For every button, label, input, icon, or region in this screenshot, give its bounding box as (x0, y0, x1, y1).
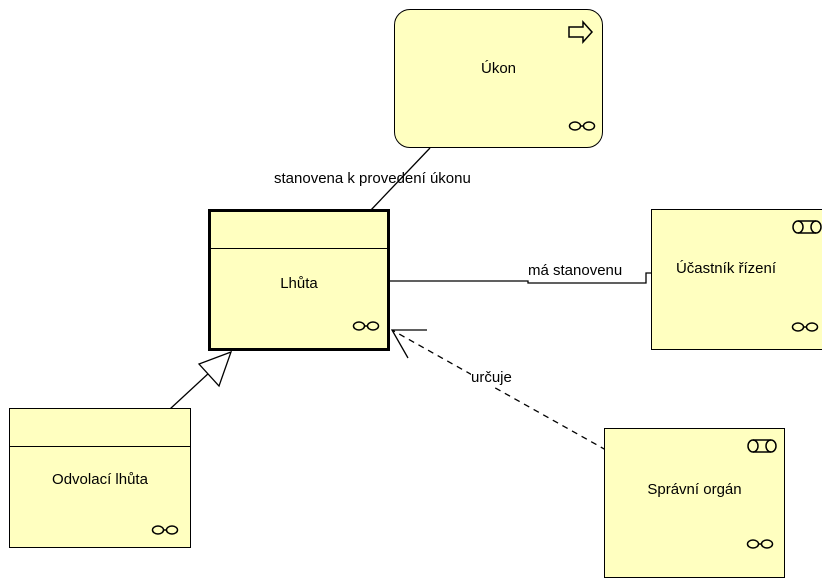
node-lhuta[interactable]: Lhůta (208, 209, 390, 351)
link-icon (352, 321, 380, 331)
urcuje-arrowhead (390, 329, 427, 359)
node-ukon-label: Úkon (480, 60, 517, 77)
diagram-canvas (169, 147, 652, 451)
role-cylinder-icon (792, 220, 822, 234)
node-spravni-label: Správní orgán (647, 481, 742, 498)
node-odvolaci-label: Odvolací lhůta (52, 471, 148, 488)
link-icon (791, 322, 819, 332)
link-icon (568, 121, 596, 131)
edge-ma-stanovenu-label: má stanovenu (528, 262, 623, 279)
node-ucastnik-label: Účastník řízení (675, 260, 777, 277)
role-cylinder-icon (747, 439, 777, 453)
node-spravni-organ[interactable]: Správní orgán (604, 428, 785, 578)
link-icon (746, 539, 774, 549)
node-ucastnik-rizeni[interactable]: Účastník řízení (651, 209, 822, 350)
edge-urcuje[interactable] (391, 329, 607, 451)
arrow-process-icon (568, 20, 594, 44)
edge-ma-stanovenu[interactable] (390, 272, 652, 284)
generalization-triangle (197, 350, 233, 388)
node-odvolaci-lhuta[interactable]: Odvolací lhůta (9, 408, 191, 548)
edge-stanovena[interactable] (369, 147, 431, 212)
node-lhuta-label: Lhůta (280, 275, 318, 292)
edge-generalization[interactable] (169, 371, 211, 410)
edge-stanovena-label: stanovena k provedení úkonu (274, 170, 471, 187)
node-ukon[interactable]: Úkon (394, 9, 603, 148)
link-icon (151, 525, 179, 535)
edge-urcuje-label: určuje (471, 369, 512, 386)
